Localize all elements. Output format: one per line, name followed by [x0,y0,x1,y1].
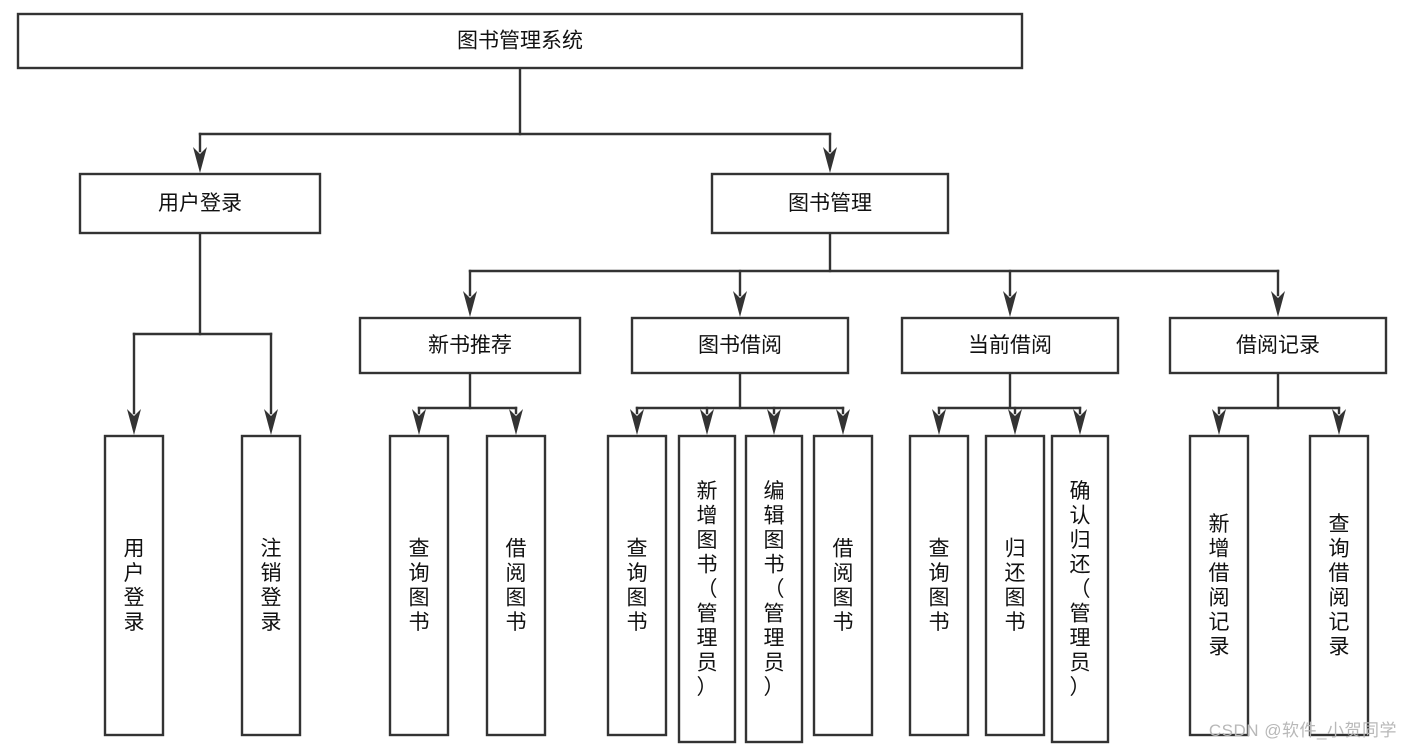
node-brw-add[interactable]: 新增图书（管理员） [677,434,737,744]
node-box-logout-do[interactable] [240,434,302,737]
arrow-head-icon [1003,291,1017,317]
node-box-current-borrow[interactable] [900,316,1120,375]
arrow-head-icon [932,409,946,435]
arrow-head-icon [1073,409,1087,435]
node-rec-query[interactable]: 查询图书 [388,434,450,737]
node-label-cur-query: 查询图书 [929,538,950,635]
arrow-head-icon [463,291,477,317]
arrow-head-icon [193,147,207,173]
node-box-brw-edit[interactable] [744,434,804,744]
node-box-borrow-record[interactable] [1168,316,1388,375]
arrow-head-icon [767,409,781,435]
connector-edges-layer [127,66,1346,435]
node-box-brw-do[interactable] [812,434,874,737]
node-label-brw-add: 新增图书（管理员） [697,480,718,699]
edge-group-book-borrow [630,371,850,435]
node-brw-query[interactable]: 查询图书 [606,434,668,737]
node-box-brw-add[interactable] [677,434,737,744]
node-borrow-record[interactable]: 借阅记录 [1168,316,1388,375]
node-label-logout-do: 注销登录 [261,538,282,635]
node-box-book-borrow[interactable] [630,316,850,375]
node-box-rec-borrow[interactable] [485,434,547,737]
edge-group-new-book-rec [412,371,523,435]
edge-group-book-manage [463,231,1285,317]
node-box-log-query[interactable] [1308,434,1370,737]
node-label-rec-borrow: 借阅图书 [506,538,527,635]
node-login-do[interactable]: 用户登录 [103,434,165,737]
node-box-cur-query[interactable] [908,434,970,737]
node-label-brw-edit: 编辑图书（管理员） [764,480,785,699]
node-label-brw-query: 查询图书 [627,538,648,635]
node-new-book-rec[interactable]: 新书推荐 [358,316,582,375]
node-label-cur-confirm: 确认归还（管理员） [1070,480,1091,699]
arrow-head-icon [509,409,523,435]
arrow-head-icon [733,291,747,317]
node-log-add[interactable]: 新增借阅记录 [1188,434,1250,737]
node-cur-query[interactable]: 查询图书 [908,434,970,737]
node-box-brw-query[interactable] [606,434,668,737]
arrow-head-icon [1008,409,1022,435]
node-label-current-borrow: 当前借阅 [968,334,1052,357]
arrow-head-icon [823,147,837,173]
edge-group-current-borrow [932,371,1087,435]
node-logout-do[interactable]: 注销登录 [240,434,302,737]
node-label-log-query: 查询借阅记录 [1329,513,1350,659]
node-label-new-book-rec: 新书推荐 [428,334,512,357]
node-label-book-manage: 图书管理 [788,192,872,215]
node-cur-confirm[interactable]: 确认归还（管理员） [1050,434,1110,744]
edge-group-user-login [127,231,278,435]
node-box-cur-return[interactable] [984,434,1046,737]
node-label-rec-query: 查询图书 [409,538,430,635]
arrow-head-icon [264,409,278,435]
node-box-cur-confirm[interactable] [1050,434,1110,744]
node-box-book-manage[interactable] [710,172,950,235]
node-current-borrow[interactable]: 当前借阅 [900,316,1120,375]
node-user-login[interactable]: 用户登录 [78,172,322,235]
arrow-head-icon [127,409,141,435]
node-label-login-do: 用户登录 [124,538,145,635]
node-brw-edit[interactable]: 编辑图书（管理员） [744,434,804,744]
arrow-head-icon [630,409,644,435]
node-box-root[interactable] [16,12,1024,70]
arrow-head-icon [700,409,714,435]
node-box-user-login[interactable] [78,172,322,235]
node-box-log-add[interactable] [1188,434,1250,737]
node-log-query[interactable]: 查询借阅记录 [1308,434,1370,737]
arrow-head-icon [836,409,850,435]
node-brw-do[interactable]: 借阅图书 [812,434,874,737]
node-box-rec-query[interactable] [388,434,450,737]
arrow-head-icon [1271,291,1285,317]
node-book-manage[interactable]: 图书管理 [710,172,950,235]
node-boxes-layer: 图书管理系统用户登录图书管理用户登录注销登录新书推荐图书借阅当前借阅借阅记录查询… [16,12,1388,744]
edge-group-root [193,66,837,173]
edge-group-borrow-record [1212,371,1346,435]
node-box-new-book-rec[interactable] [358,316,582,375]
node-label-brw-do: 借阅图书 [833,538,854,635]
node-label-book-borrow: 图书借阅 [698,334,782,357]
node-label-root: 图书管理系统 [457,30,583,53]
node-cur-return[interactable]: 归还图书 [984,434,1046,737]
node-book-borrow[interactable]: 图书借阅 [630,316,850,375]
node-label-cur-return: 归还图书 [1005,538,1026,635]
arrow-head-icon [412,409,426,435]
node-label-log-add: 新增借阅记录 [1209,513,1230,659]
node-label-user-login: 用户登录 [158,192,242,215]
arrow-head-icon [1332,409,1346,435]
node-label-borrow-record: 借阅记录 [1236,334,1320,357]
node-root[interactable]: 图书管理系统 [16,12,1024,70]
arrow-head-icon [1212,409,1226,435]
node-box-login-do[interactable] [103,434,165,737]
node-rec-borrow[interactable]: 借阅图书 [485,434,547,737]
